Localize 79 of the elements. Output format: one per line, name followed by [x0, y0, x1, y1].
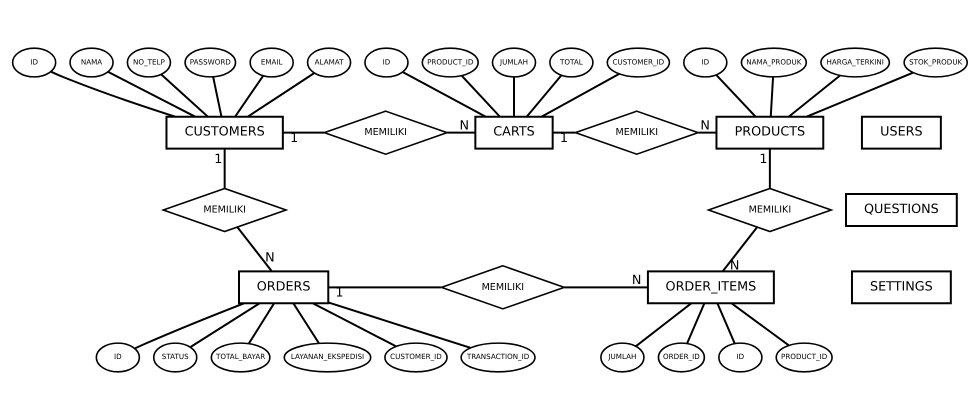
connector — [716, 302, 736, 344]
connector — [328, 286, 442, 288]
node-ellipse: CUSTOMER_ID — [384, 342, 448, 373]
connector — [722, 226, 758, 272]
connector — [247, 72, 315, 118]
connector — [234, 75, 264, 118]
edge-label: N — [459, 118, 470, 134]
node-box: CUSTOMERS — [165, 116, 284, 150]
node-ellipse: PRODUCT_ID — [775, 342, 833, 373]
connector — [541, 73, 620, 118]
node-ellipse: TOTAL — [549, 47, 594, 78]
connector — [236, 226, 272, 272]
node-ellipse: CUSTOMER_ID — [606, 47, 670, 78]
connector — [768, 148, 771, 188]
connector — [731, 302, 790, 346]
node-ellipse: LAYANAN_EKSPEDISI — [284, 342, 372, 373]
node-box: ORDERS — [238, 270, 330, 304]
connector — [635, 302, 692, 347]
connector — [50, 70, 176, 118]
connector — [160, 74, 209, 118]
connector — [312, 302, 397, 348]
node-diamond: MEMILIKI — [706, 188, 834, 232]
connector — [461, 75, 500, 118]
connector — [788, 74, 841, 118]
connector — [190, 302, 260, 348]
node-ellipse: TOTAL_BAYAR — [210, 342, 271, 373]
node-ellipse: ALAMAT — [306, 47, 352, 78]
connector — [283, 132, 324, 134]
connector — [806, 72, 914, 118]
connector — [212, 76, 222, 117]
connector — [248, 302, 275, 344]
connector — [134, 302, 244, 350]
node-box: CARTS — [474, 116, 554, 150]
node-ellipse: NAMA — [69, 47, 114, 78]
edge-label: N — [700, 118, 710, 134]
node-box: USERS — [860, 116, 942, 150]
connector — [292, 302, 320, 344]
edge-label: 1 — [759, 152, 768, 167]
node-ellipse: TRANSACTION_ID — [460, 342, 536, 373]
node-diamond: MEMILIKI — [439, 264, 567, 310]
edge-label: N — [265, 250, 275, 266]
connector — [770, 77, 774, 117]
node-ellipse: JUMLAH — [492, 47, 536, 78]
node-ellipse: ID — [718, 342, 763, 373]
node-box: SETTINGS — [850, 270, 952, 304]
node-ellipse: HARGA_TERKINI — [820, 47, 890, 78]
connector — [402, 71, 486, 118]
connector — [447, 132, 476, 134]
node-ellipse: ID — [12, 47, 56, 78]
node-diamond: MEMILIKI — [572, 110, 701, 156]
node-ellipse: ID — [364, 47, 409, 78]
node-ellipse: STATUS — [152, 342, 198, 373]
node-ellipse: NAMA_PRODUK — [740, 47, 808, 78]
node-ellipse: ID — [682, 47, 728, 78]
node-ellipse: ID — [96, 342, 140, 373]
connector — [108, 71, 196, 118]
node-box: ORDER_ITEMS — [646, 270, 775, 304]
node-ellipse: STOK_PRODUK — [903, 47, 968, 78]
node-ellipse: NO_TELP — [126, 47, 172, 78]
connector — [716, 74, 756, 118]
connector — [224, 148, 226, 188]
connector — [686, 302, 706, 344]
node-diamond: MEMILIKI — [322, 110, 450, 156]
edge-label: 1 — [214, 152, 222, 167]
connector — [526, 74, 562, 118]
connector — [564, 286, 648, 288]
node-ellipse: PASSWORD — [184, 47, 236, 78]
connector — [698, 132, 716, 134]
node-diamond: MEMILIKI — [160, 188, 288, 232]
node-ellipse: JUMLAH — [600, 342, 645, 373]
node-ellipse: EMAIL — [249, 47, 294, 78]
node-box: PRODUCTS — [715, 116, 824, 150]
node-ellipse: PRODUCT_ID — [422, 47, 479, 78]
connector — [513, 77, 515, 117]
node-box: QUESTIONS — [845, 193, 958, 227]
connector — [552, 132, 576, 134]
connector — [328, 301, 471, 349]
edge-label: N — [632, 272, 642, 288]
node-ellipse: ORDER_ID — [658, 342, 706, 373]
